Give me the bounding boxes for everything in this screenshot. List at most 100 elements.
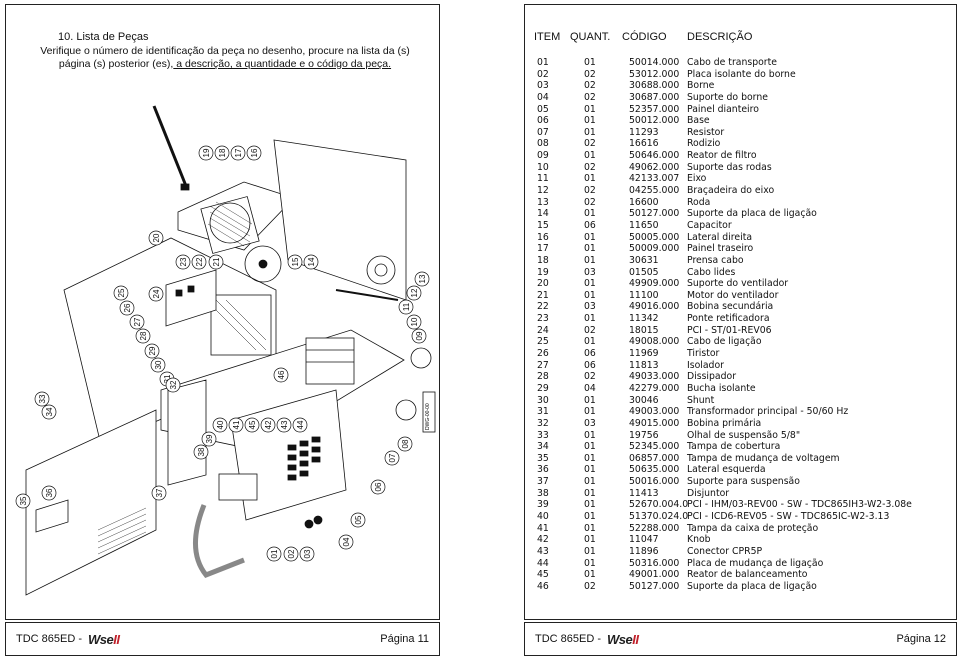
desc-cell: Bucha isolante bbox=[687, 382, 756, 394]
callout-34: 34 bbox=[41, 404, 57, 420]
svg-text:04: 04 bbox=[342, 537, 351, 546]
item-cell: 26 bbox=[537, 348, 549, 360]
item-cell: 12 bbox=[537, 185, 549, 197]
item-cell: 44 bbox=[537, 557, 549, 569]
code-cell: 11293 bbox=[629, 126, 659, 138]
code-cell: 52670.004.0 bbox=[629, 499, 689, 511]
code-cell: 30688.000 bbox=[629, 80, 680, 92]
callout-24: 24 bbox=[148, 286, 164, 302]
callout-35: 35 bbox=[15, 493, 31, 509]
svg-text:38: 38 bbox=[197, 447, 206, 456]
callout-23: 23 bbox=[175, 254, 191, 270]
qty-cell: 01 bbox=[584, 510, 596, 522]
qty-cell: 01 bbox=[584, 394, 596, 406]
callout-04: 04 bbox=[338, 534, 354, 550]
callout-18: 18 bbox=[214, 145, 230, 161]
callout-30: 30 bbox=[150, 357, 166, 373]
desc-cell: Knob bbox=[687, 534, 711, 546]
svg-text:39: 39 bbox=[205, 434, 214, 443]
desc-cell: Tiristor bbox=[687, 348, 720, 360]
svg-text:34: 34 bbox=[45, 407, 54, 416]
svg-text:05: 05 bbox=[354, 515, 363, 524]
intro-line-2: página (s) posterior (es), a descrição, … bbox=[15, 58, 435, 71]
callout-28: 28 bbox=[135, 328, 151, 344]
desc-cell: Conector CPR5P bbox=[687, 545, 763, 557]
qty-cell: 02 bbox=[584, 185, 596, 197]
qty-cell: 06 bbox=[584, 219, 596, 231]
callout-29: 29 bbox=[144, 343, 160, 359]
qty-cell: 01 bbox=[584, 150, 596, 162]
item-cell: 27 bbox=[537, 359, 549, 371]
qty-cell: 01 bbox=[584, 464, 596, 476]
code-cell: 42133.007 bbox=[629, 173, 680, 185]
callout-19: 19 bbox=[198, 145, 214, 161]
desc-cell: Braçadeira do eixo bbox=[687, 185, 775, 197]
qty-cell: 01 bbox=[584, 289, 596, 301]
item-cell: 25 bbox=[537, 336, 549, 348]
callout-17: 17 bbox=[230, 145, 246, 161]
code-cell: 50014.000 bbox=[629, 57, 680, 68]
svg-text:26: 26 bbox=[123, 303, 132, 312]
callout-12: 12 bbox=[406, 285, 422, 301]
svg-text:24: 24 bbox=[152, 289, 161, 298]
desc-cell: Borne bbox=[687, 80, 715, 92]
item-cell: 28 bbox=[537, 371, 549, 383]
svg-text:32: 32 bbox=[169, 380, 178, 389]
code-cell: 49003.000 bbox=[629, 406, 680, 418]
qty-cell: 01 bbox=[584, 57, 596, 68]
svg-text:43: 43 bbox=[280, 420, 289, 429]
qty-cell: 02 bbox=[584, 91, 596, 103]
desc-cell: Suporte do ventilador bbox=[687, 278, 789, 290]
code-cell: 49015.000 bbox=[629, 417, 680, 429]
desc-cell: Rodizio bbox=[687, 138, 721, 150]
qty-cell: 01 bbox=[584, 499, 596, 511]
svg-text:40: 40 bbox=[216, 420, 225, 429]
svg-text:02: 02 bbox=[287, 549, 296, 558]
desc-cell: Tampa de cobertura bbox=[687, 441, 781, 453]
svg-text:28: 28 bbox=[139, 331, 148, 340]
callout-07: 07 bbox=[384, 450, 400, 466]
code-cell: 18015 bbox=[629, 324, 659, 336]
code-cell: 19756 bbox=[629, 429, 659, 441]
callout-02: 02 bbox=[283, 546, 299, 562]
desc-cell: Reator de filtro bbox=[687, 150, 757, 162]
item-cell: 14 bbox=[537, 208, 549, 220]
item-cell: 36 bbox=[537, 464, 549, 476]
code-cell: 50646.000 bbox=[629, 150, 680, 162]
svg-text:20: 20 bbox=[152, 233, 161, 242]
desc-cell: Suporte da placa de ligação bbox=[687, 580, 817, 592]
desc-cell: Cabo de transporte bbox=[687, 57, 777, 68]
svg-text:11: 11 bbox=[402, 302, 411, 311]
desc-cell: Suporte das rodas bbox=[687, 161, 772, 173]
item-cell: 03 bbox=[537, 80, 549, 92]
code-cell: 50127.000 bbox=[629, 208, 680, 220]
qty-cell: 02 bbox=[584, 324, 596, 336]
qty-cell: 01 bbox=[584, 406, 596, 418]
callout-11: 11 bbox=[398, 299, 414, 315]
item-cell: 21 bbox=[537, 289, 549, 301]
desc-cell: Base bbox=[687, 115, 710, 127]
desc-cell: Shunt bbox=[687, 394, 715, 406]
item-cell: 22 bbox=[537, 301, 549, 313]
svg-text:25: 25 bbox=[117, 288, 126, 297]
qty-cell: 02 bbox=[584, 138, 596, 150]
desc-cell: Placa de mudança de ligação bbox=[687, 557, 824, 569]
callout-01: 01 bbox=[266, 546, 282, 562]
callout-15: 15 bbox=[287, 254, 303, 270]
